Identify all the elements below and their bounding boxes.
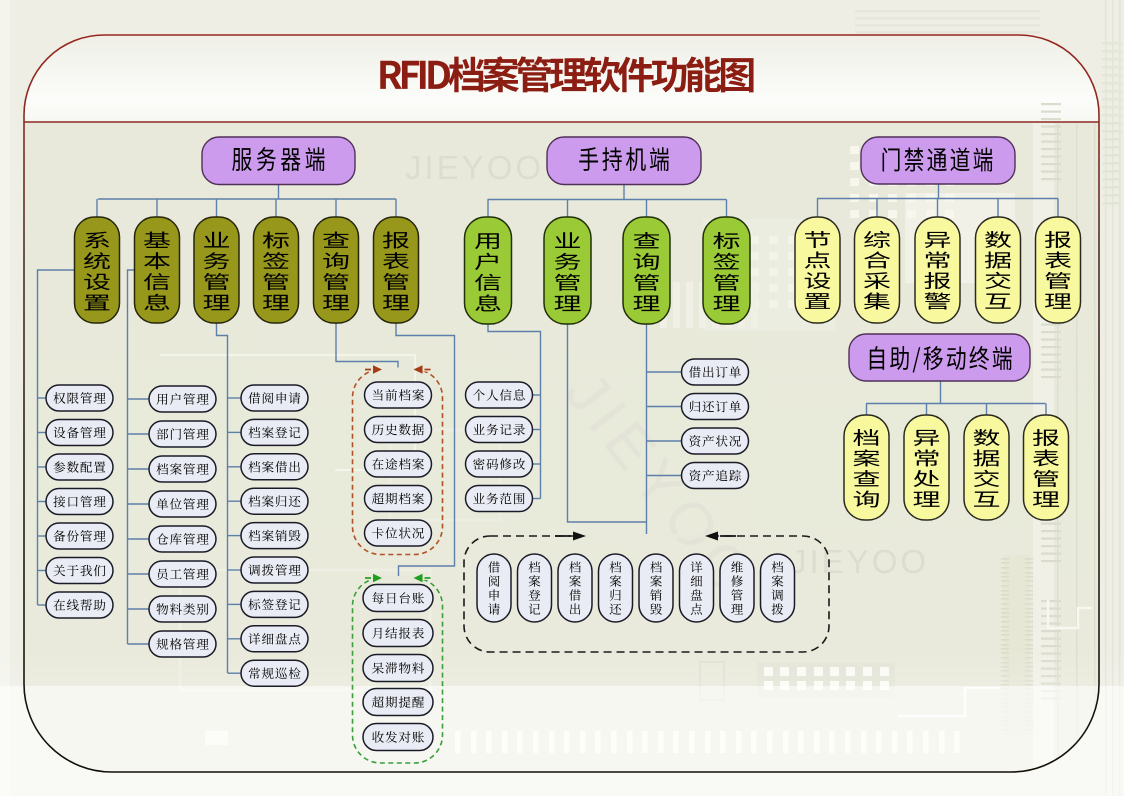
svg-text:JIEYOO: JIEYOO (405, 149, 544, 186)
svg-text:JIEYOO: JIEYOO (790, 543, 929, 580)
